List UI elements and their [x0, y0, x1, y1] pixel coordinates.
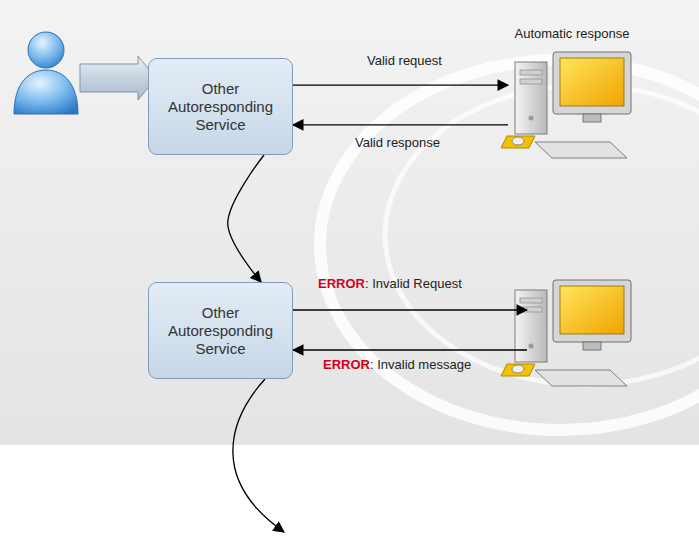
error-line: ERROR: Invalid message: [323, 357, 471, 372]
node-text: Automatic response: [515, 26, 630, 42]
error-tag: ERROR: [323, 357, 370, 372]
error-text: : Invalid Request: [365, 276, 462, 291]
computer-icon: [501, 52, 631, 158]
computer-node: Automatic response: [508, 26, 636, 138]
error-tag: ERROR: [318, 276, 365, 291]
response-arrow: [293, 349, 527, 350]
background-swoosh: [320, 60, 699, 430]
flow-arrow: [233, 379, 284, 532]
edge-label: Valid request: [367, 53, 442, 68]
connector-arrow: [293, 85, 508, 86]
computer-icon: [501, 280, 631, 386]
edge-label: Valid response: [355, 135, 440, 150]
user-icon: [14, 32, 78, 114]
service-box: Other Autoresponding Service: [148, 282, 293, 379]
input-arrow: [80, 56, 156, 100]
node-text: Other Autoresponding Service: [158, 80, 283, 134]
error-line: ERROR: Invalid Request: [318, 276, 462, 291]
connector-arrow: [293, 124, 508, 125]
connector-arrow: [228, 155, 264, 282]
service-box: Other Autoresponding Service: [148, 58, 293, 155]
error-text: : Invalid message: [370, 357, 471, 372]
background-panel: [0, 0, 699, 445]
request-arrow: [293, 309, 527, 310]
node-text: Other Autoresponding Service: [158, 304, 283, 358]
